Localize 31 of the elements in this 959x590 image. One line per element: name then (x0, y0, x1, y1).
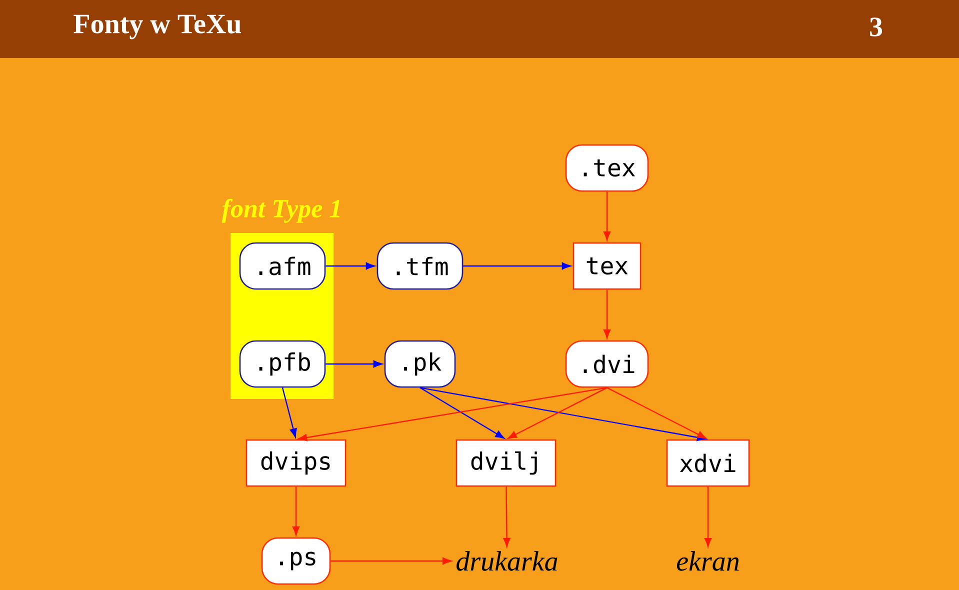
arrow (330, 557, 452, 565)
arrow (503, 486, 510, 547)
arrow (298, 387, 608, 442)
program-box: xdvi (666, 439, 750, 487)
program-box: dvilj (456, 439, 556, 487)
arrow (704, 486, 712, 547)
file-node: .afm (239, 242, 326, 290)
file-node: .tfm (376, 242, 464, 290)
arrow (420, 387, 706, 442)
arrow (282, 388, 297, 438)
program-box: dvips (246, 439, 346, 487)
title: Fonty w TeXu (74, 14, 242, 40)
output-label: drukarka (456, 551, 558, 571)
program-box: tex (572, 242, 642, 290)
arrow (463, 262, 571, 270)
node-label: font Type 1 (222, 198, 340, 223)
output-label: ekran (677, 551, 739, 571)
file-node: .tex (565, 144, 649, 192)
arrow (508, 387, 608, 439)
arrow (292, 486, 300, 536)
arrow (326, 360, 382, 368)
arrow (326, 262, 375, 270)
arrow (603, 290, 611, 338)
file-node: .dvi (565, 340, 649, 388)
page-number: 3 (870, 18, 882, 36)
arrow (420, 387, 504, 439)
file-node: .ps (261, 537, 331, 585)
file-node: .pfb (239, 340, 326, 388)
file-node: .pk (384, 340, 456, 388)
arrow (603, 192, 611, 240)
arrow (606, 387, 706, 439)
